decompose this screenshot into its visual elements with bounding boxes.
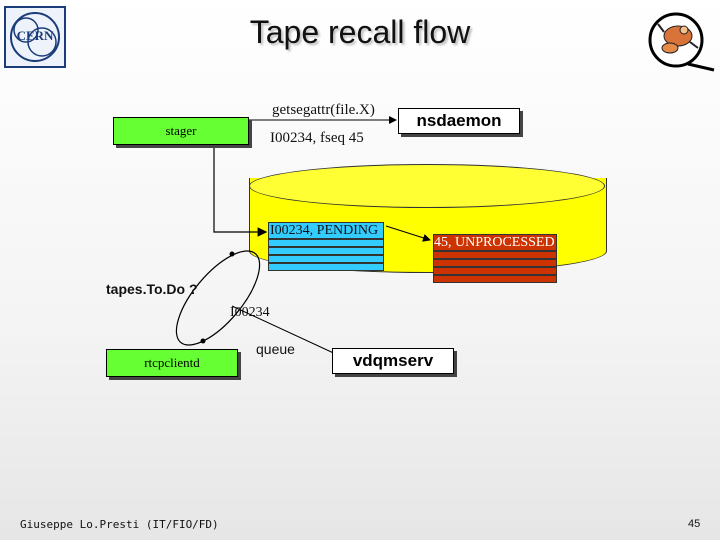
- table-row: [268, 255, 384, 263]
- pending-label: I00234, PENDING: [270, 223, 379, 238]
- nsdaemon-box: nsdaemon: [398, 108, 520, 134]
- table-row: [433, 267, 557, 275]
- nsdaemon-label: nsdaemon: [416, 111, 502, 130]
- vdqmserv-box: vdqmserv: [332, 348, 454, 374]
- rtcpclientd-label: rtcpclientd: [144, 355, 200, 370]
- slide-title: Tape recall flow: [249, 14, 471, 50]
- table-row: [268, 247, 384, 255]
- cern-logo-rings-icon: [10, 12, 60, 62]
- rtcpclientd-box: rtcpclientd: [106, 349, 238, 377]
- footer-author: Giuseppe Lo.Presti (IT/FIO/FD): [20, 518, 219, 531]
- table-row: [268, 263, 384, 271]
- mascot-logo-icon: [648, 12, 715, 72]
- stager-label: stager: [165, 123, 197, 138]
- table-row: [433, 275, 557, 283]
- unprocessed-label: 45, UNPROCESSED: [434, 235, 555, 250]
- stager-box: stager: [113, 117, 249, 145]
- stager-to-db-arrow: [213, 145, 268, 237]
- tapes-todo-label: tapes.To.Do ?: [106, 281, 198, 297]
- getsegattr-label: getsegattr(file.X): [272, 102, 375, 118]
- queue-arrow: [231, 305, 341, 357]
- pending-to-unprocessed-arrow: [385, 225, 431, 242]
- polling-loop: [175, 250, 261, 346]
- cern-logo: CERN: [4, 6, 66, 68]
- tape-id-label: I00234: [230, 305, 270, 320]
- vdqmserv-label: vdqmserv: [352, 351, 434, 370]
- pending-table: [268, 222, 384, 271]
- table-row: [268, 239, 384, 247]
- table-row: [433, 251, 557, 259]
- fseq-reply-label: I00234, fseq 45: [270, 130, 364, 146]
- cern-logo-text: CERN: [16, 28, 54, 43]
- database-cylinder-top: [249, 164, 605, 208]
- queue-label: queue: [256, 341, 295, 357]
- table-row: [433, 234, 557, 251]
- unprocessed-table: [433, 234, 557, 283]
- page-number: 45: [688, 518, 701, 530]
- table-row: [433, 259, 557, 267]
- table-row: [268, 222, 384, 239]
